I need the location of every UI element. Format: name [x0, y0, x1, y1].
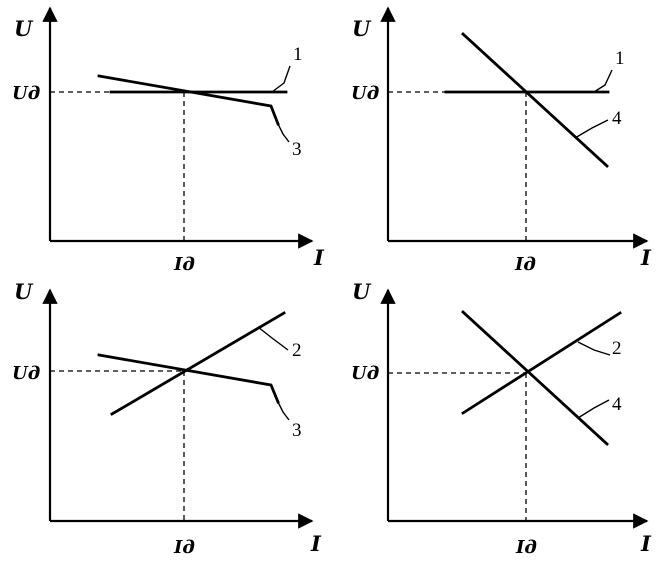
curve-label-3: 3	[292, 139, 302, 160]
curve-label-1: 1	[293, 44, 303, 65]
x-axis-label: I	[640, 531, 652, 556]
curve-3	[97, 353, 280, 404]
leader-1	[271, 65, 291, 93]
u-operating-label: Uд	[12, 83, 40, 104]
curve-2	[461, 311, 622, 415]
curve-label-2: 2	[292, 340, 302, 361]
curve-label-1: 1	[615, 48, 625, 69]
leader-1	[593, 69, 613, 93]
curve-4	[461, 310, 609, 446]
leader-4	[574, 119, 609, 139]
u-operating-label: Uд	[12, 363, 40, 384]
curve-2	[110, 311, 286, 416]
leader-3	[277, 123, 290, 143]
panel-top-right: U I Uд Iд 1 4	[351, 6, 652, 275]
panel-bottom-left: U I Uд Iд 2 3	[12, 279, 322, 558]
panel-top-left: U I Uд Iд 1 3	[12, 6, 325, 275]
y-axis-label: U	[14, 279, 34, 304]
curve-3	[97, 74, 280, 126]
i-operating-label: Iд	[173, 537, 195, 558]
curve-4	[461, 32, 609, 168]
leader-3	[277, 401, 290, 421]
u-operating-label: Uд	[351, 363, 379, 384]
curve-label-3: 3	[292, 420, 302, 441]
i-operating-label: Iд	[173, 254, 195, 275]
leader-2	[257, 326, 289, 351]
y-axis-label: U	[352, 16, 372, 41]
curve-label-4: 4	[612, 108, 622, 129]
curve-label-2: 2	[612, 338, 622, 359]
panel-bottom-right: U I Uд Iд 2 4	[351, 279, 652, 558]
x-axis-label: I	[310, 531, 322, 556]
leader-4	[577, 399, 610, 419]
curve-label-4: 4	[612, 394, 622, 415]
x-axis-label: I	[640, 245, 652, 270]
x-axis-label: I	[313, 245, 325, 270]
y-axis-label: U	[352, 279, 372, 304]
leader-2	[577, 341, 611, 356]
i-operating-label: Iд	[515, 537, 537, 558]
i-operating-label: Iд	[514, 254, 536, 275]
y-axis-label: U	[14, 16, 34, 41]
u-operating-label: Uд	[351, 83, 379, 104]
